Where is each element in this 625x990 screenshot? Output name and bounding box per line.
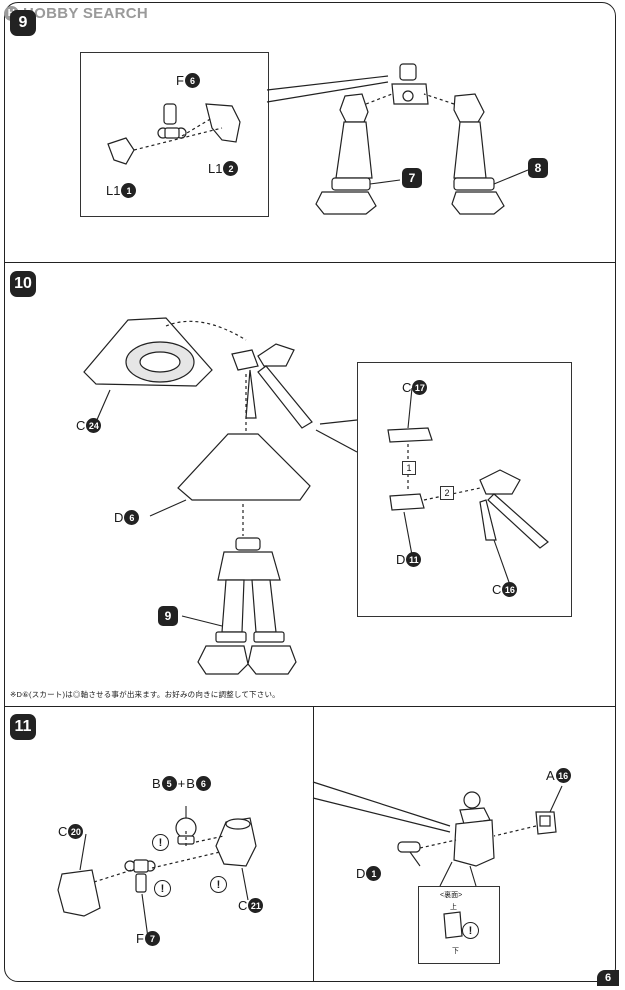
label-b6-num: 6	[195, 776, 211, 791]
label-c16-num: 16	[502, 582, 518, 597]
label-c16-letter: C	[492, 582, 502, 597]
step-11-badge: 11	[10, 714, 36, 740]
label-c20-letter: C	[58, 824, 68, 839]
label-b5-letter: B	[152, 776, 161, 791]
label-c20: C 20	[58, 824, 84, 839]
label-d11-num: 11	[406, 552, 422, 567]
order-step-2: 2	[440, 486, 454, 500]
label-d11: D 11	[396, 552, 422, 567]
label-b6-letter: B	[186, 776, 195, 791]
label-b5-num: 5	[161, 776, 177, 791]
step11-back-view-box	[418, 886, 500, 964]
label-c17: C 17	[402, 380, 428, 395]
divider-step11-columns	[313, 706, 314, 982]
label-c21-num: 21	[248, 898, 264, 913]
label-c17-num: 17	[412, 380, 428, 395]
label-b5-b6: B 5 + B 6	[152, 776, 211, 791]
label-f7-letter: F	[136, 931, 144, 946]
label-c24-letter: C	[76, 418, 86, 433]
subassembly-9-badge: 9	[158, 606, 178, 626]
caution-icon-joint: !	[154, 880, 171, 897]
inset-title: <裏面>	[440, 892, 463, 899]
page-number: 6	[597, 970, 619, 986]
caution-icon-inset: !	[462, 922, 479, 939]
divider-step9-step10	[4, 262, 616, 263]
label-c24: C 24	[76, 418, 102, 433]
label-c20-num: 20	[68, 824, 84, 839]
watermark-text: HOBBY SEARCH	[23, 5, 149, 22]
label-f6-num: 6	[184, 73, 200, 88]
label-a16-letter: A	[546, 768, 555, 783]
label-d11-letter: D	[396, 552, 406, 567]
subassembly-7-badge: 7	[402, 168, 422, 188]
label-c24-num: 24	[86, 418, 102, 433]
label-l1-1-num: 1	[121, 183, 137, 198]
step-9-badge: 9	[10, 10, 36, 36]
label-c21: C 21	[238, 898, 264, 913]
label-l1-1-letter: L1	[106, 183, 121, 198]
label-d6-letter: D	[114, 510, 124, 525]
step10-detail-box	[357, 362, 572, 617]
subassembly-8-badge: 8	[528, 158, 548, 178]
label-d1-num: 1	[366, 866, 382, 881]
label-l1-2-num: 2	[223, 161, 239, 176]
caution-icon-torso: !	[210, 876, 227, 893]
label-c17-letter: C	[402, 380, 412, 395]
label-a16: A 16	[546, 768, 571, 783]
label-d1-letter: D	[356, 866, 366, 881]
order-step-1: 1	[402, 461, 416, 475]
label-l1-1: L1 1	[106, 183, 137, 198]
label-a16-num: 16	[555, 768, 571, 783]
divider-step10-step11	[4, 706, 616, 707]
label-c21-letter: C	[238, 898, 248, 913]
inset-top-label: 上	[450, 904, 457, 911]
inset-bottom-label: 下	[452, 948, 459, 955]
label-c16: C 16	[492, 582, 518, 597]
label-d6: D 6	[114, 510, 140, 525]
label-f6: F 6	[176, 73, 200, 88]
label-l1-2-letter: L1	[208, 161, 223, 176]
label-f7-num: 7	[144, 931, 160, 946]
skirt-rotation-note: ※D⑥(スカート)は◎軸させる事が出来ます。お好みの向きに調整して下さい。	[10, 690, 280, 699]
label-d6-num: 6	[124, 510, 140, 525]
label-f6-letter: F	[176, 73, 184, 88]
label-l1-2: L1 2	[208, 161, 239, 176]
step-10-badge: 10	[10, 271, 36, 297]
label-plus: +	[177, 776, 186, 791]
label-d1: D 1	[356, 866, 382, 881]
caution-icon-ball: !	[152, 834, 169, 851]
label-f7: F 7	[136, 931, 160, 946]
